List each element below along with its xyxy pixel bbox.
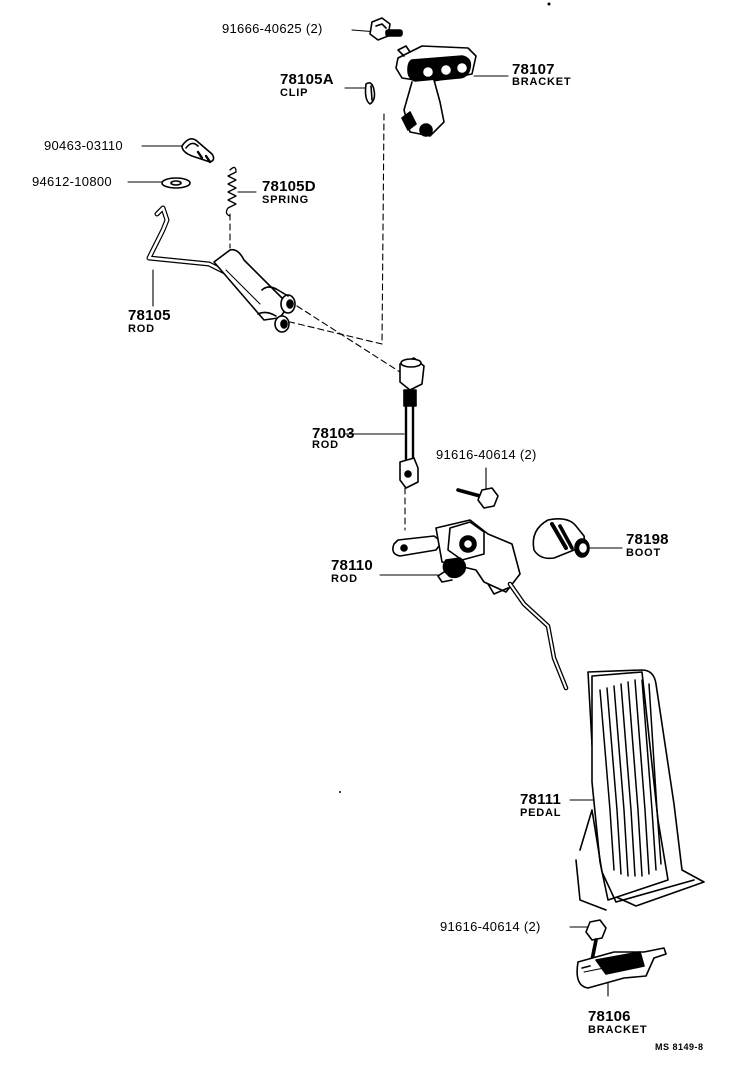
part-name-spring: SPRING	[262, 194, 309, 206]
part-name-rod-78110: ROD	[331, 573, 358, 585]
washer-94612	[161, 177, 191, 189]
part-number-rod-78110: 78110	[331, 557, 373, 574]
bracket-78106	[576, 947, 667, 989]
part-name-clip: CLIP	[280, 87, 309, 99]
assembly-dashed-lines	[229, 113, 406, 531]
part-number-bracket-top: 78107	[512, 61, 555, 78]
boot-78198	[532, 518, 590, 560]
pedal-78111	[575, 669, 705, 911]
part-name-rod-78105: ROD	[128, 323, 155, 335]
part-name-bracket-bottom: BRACKET	[588, 1024, 648, 1036]
part-number-bolt-top: 91666-40625 (2)	[222, 21, 323, 36]
part-name-boot: BOOT	[626, 547, 661, 559]
part-number-pedal: 78111	[520, 791, 562, 808]
bolt-top	[369, 17, 403, 41]
part-number-rod-78103: 78103	[312, 425, 355, 442]
rod-78110	[392, 519, 569, 691]
part-number-bracket-bottom: 78106	[588, 1008, 631, 1025]
part-number-pin: 90463-03110	[44, 138, 123, 153]
rod-78103	[399, 357, 425, 489]
bolt-mid	[456, 487, 499, 509]
part-number-spring: 78105D	[262, 178, 316, 195]
part-number-bolt-mid: 91616-40614 (2)	[436, 447, 537, 462]
part-number-washer: 94612-10800	[32, 174, 112, 189]
part-number-bolt-bottom: 91616-40614 (2)	[440, 919, 541, 934]
rod-78105	[146, 205, 296, 333]
leader-lines	[127, 29, 623, 997]
part-number-clip: 78105A	[280, 71, 334, 88]
clip-78105a	[364, 82, 376, 105]
part-name-bracket-top: BRACKET	[512, 76, 572, 88]
stray-marks	[339, 2, 551, 793]
part-number-boot: 78198	[626, 531, 669, 548]
part-name-rod-78103: ROD	[312, 439, 339, 451]
part-number-rod-78105: 78105	[128, 307, 171, 324]
bolt-bottom	[585, 919, 607, 962]
spring-78105d	[225, 166, 237, 217]
bracket-78107	[395, 45, 477, 137]
pin-90463	[181, 138, 215, 164]
drawing-code: MS 8149-8	[655, 1042, 704, 1052]
part-name-pedal: PEDAL	[520, 807, 562, 819]
